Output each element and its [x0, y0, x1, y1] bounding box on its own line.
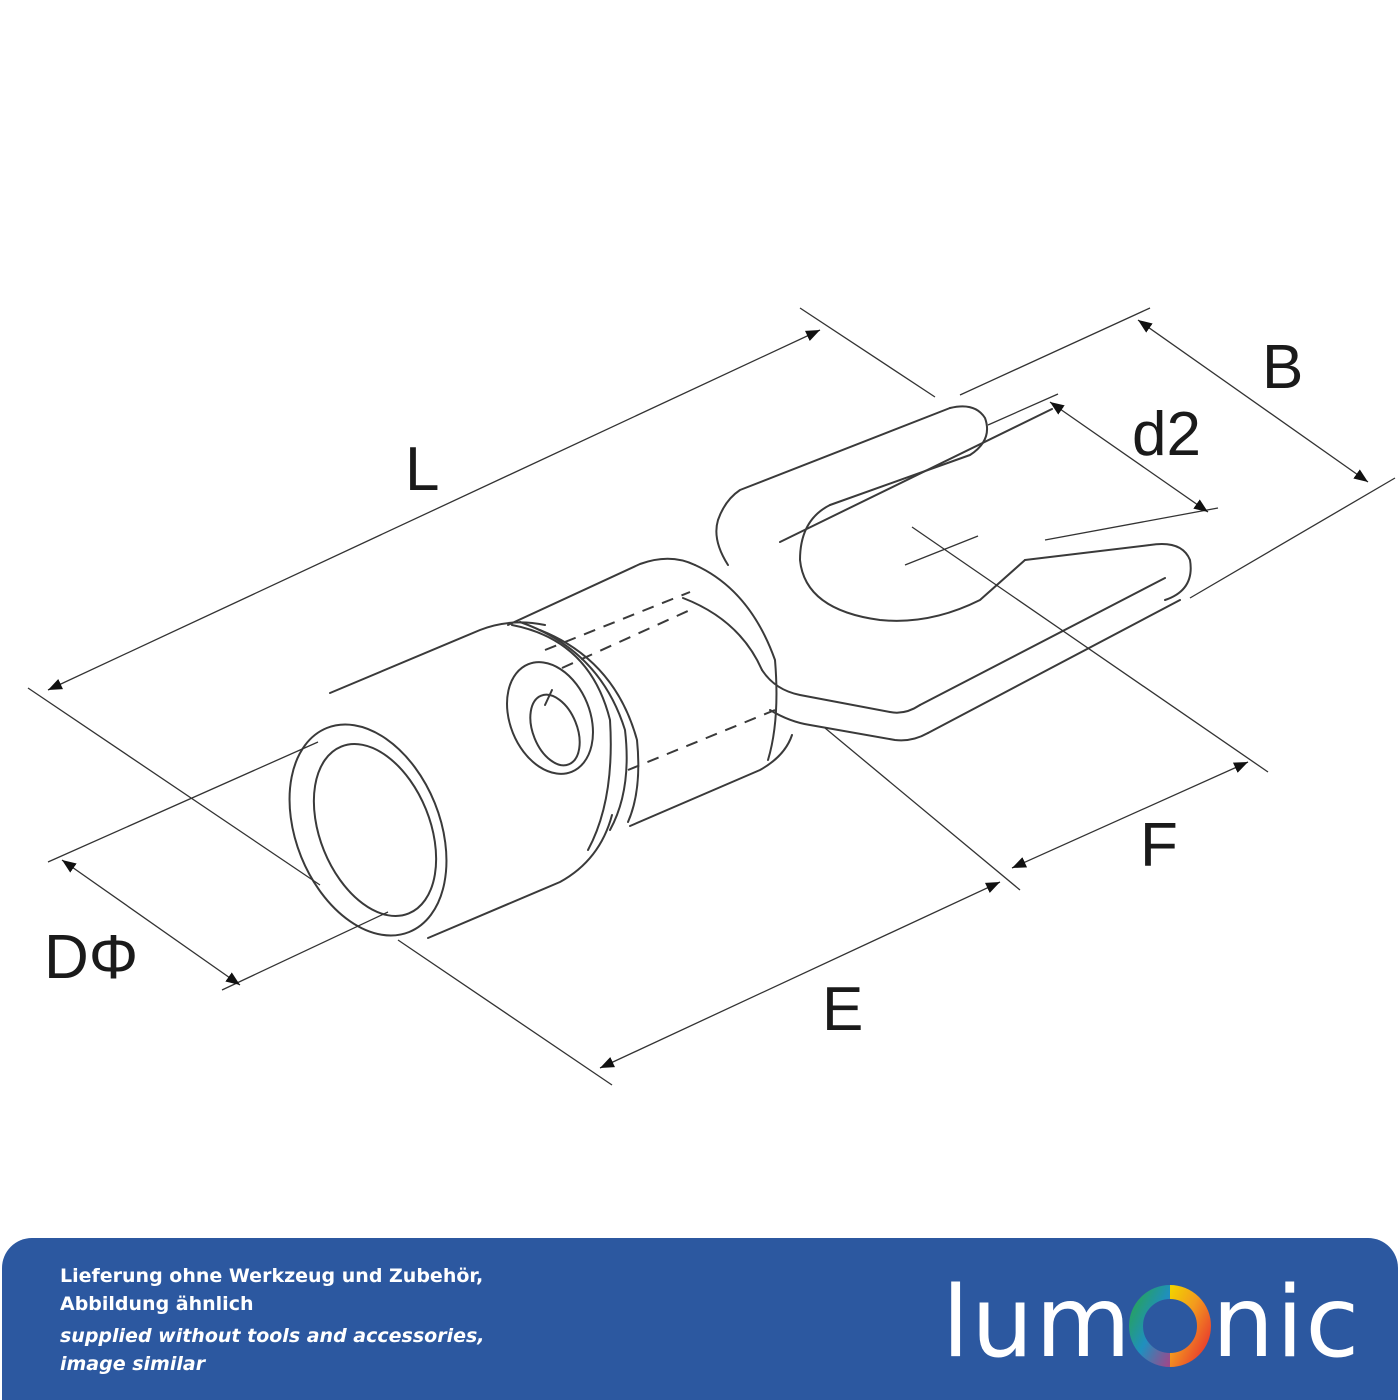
dimension-L: L — [27, 307, 936, 886]
delivery-note-german: Lieferung ohne Werkzeug und Zubehör, Abb… — [60, 1262, 483, 1318]
svg-text:F: F — [1140, 811, 1178, 880]
dimension-d2: d2 — [987, 393, 1219, 541]
dimension-B: B — [959, 307, 1396, 599]
color-wheel-o-icon — [1129, 1285, 1211, 1367]
svg-text:B: B — [1262, 333, 1303, 402]
dimension-E: E — [397, 727, 1021, 1086]
delivery-note-english-line-2: image similar — [60, 1353, 206, 1375]
dimension-F: F — [1011, 761, 1249, 880]
terminal-dimension-drawing: L B d2 DΦ E F — [27, 307, 1396, 1086]
delivery-note-german-line-1: Lieferung ohne Werkzeug und Zubehör, — [60, 1265, 484, 1287]
svg-text:d2: d2 — [1132, 400, 1201, 469]
footer-banner: Lieferung ohne Werkzeug und Zubehör, Abb… — [2, 1238, 1398, 1400]
logo-text-nic: nic — [1212, 1274, 1361, 1374]
svg-text:DΦ: DΦ — [44, 923, 138, 992]
delivery-note-english: supplied without tools and accessories, … — [60, 1322, 485, 1378]
delivery-note-german-line-2: Abbildung ähnlich — [60, 1293, 254, 1315]
lumonic-logo: lum nic — [942, 1274, 1361, 1374]
delivery-note-english-line-1: supplied without tools and accessories, — [60, 1325, 485, 1347]
svg-text:L: L — [405, 435, 439, 504]
dimension-D: DΦ — [44, 741, 389, 992]
svg-text:E: E — [822, 975, 863, 1044]
logo-text-lum: lum — [942, 1274, 1133, 1374]
